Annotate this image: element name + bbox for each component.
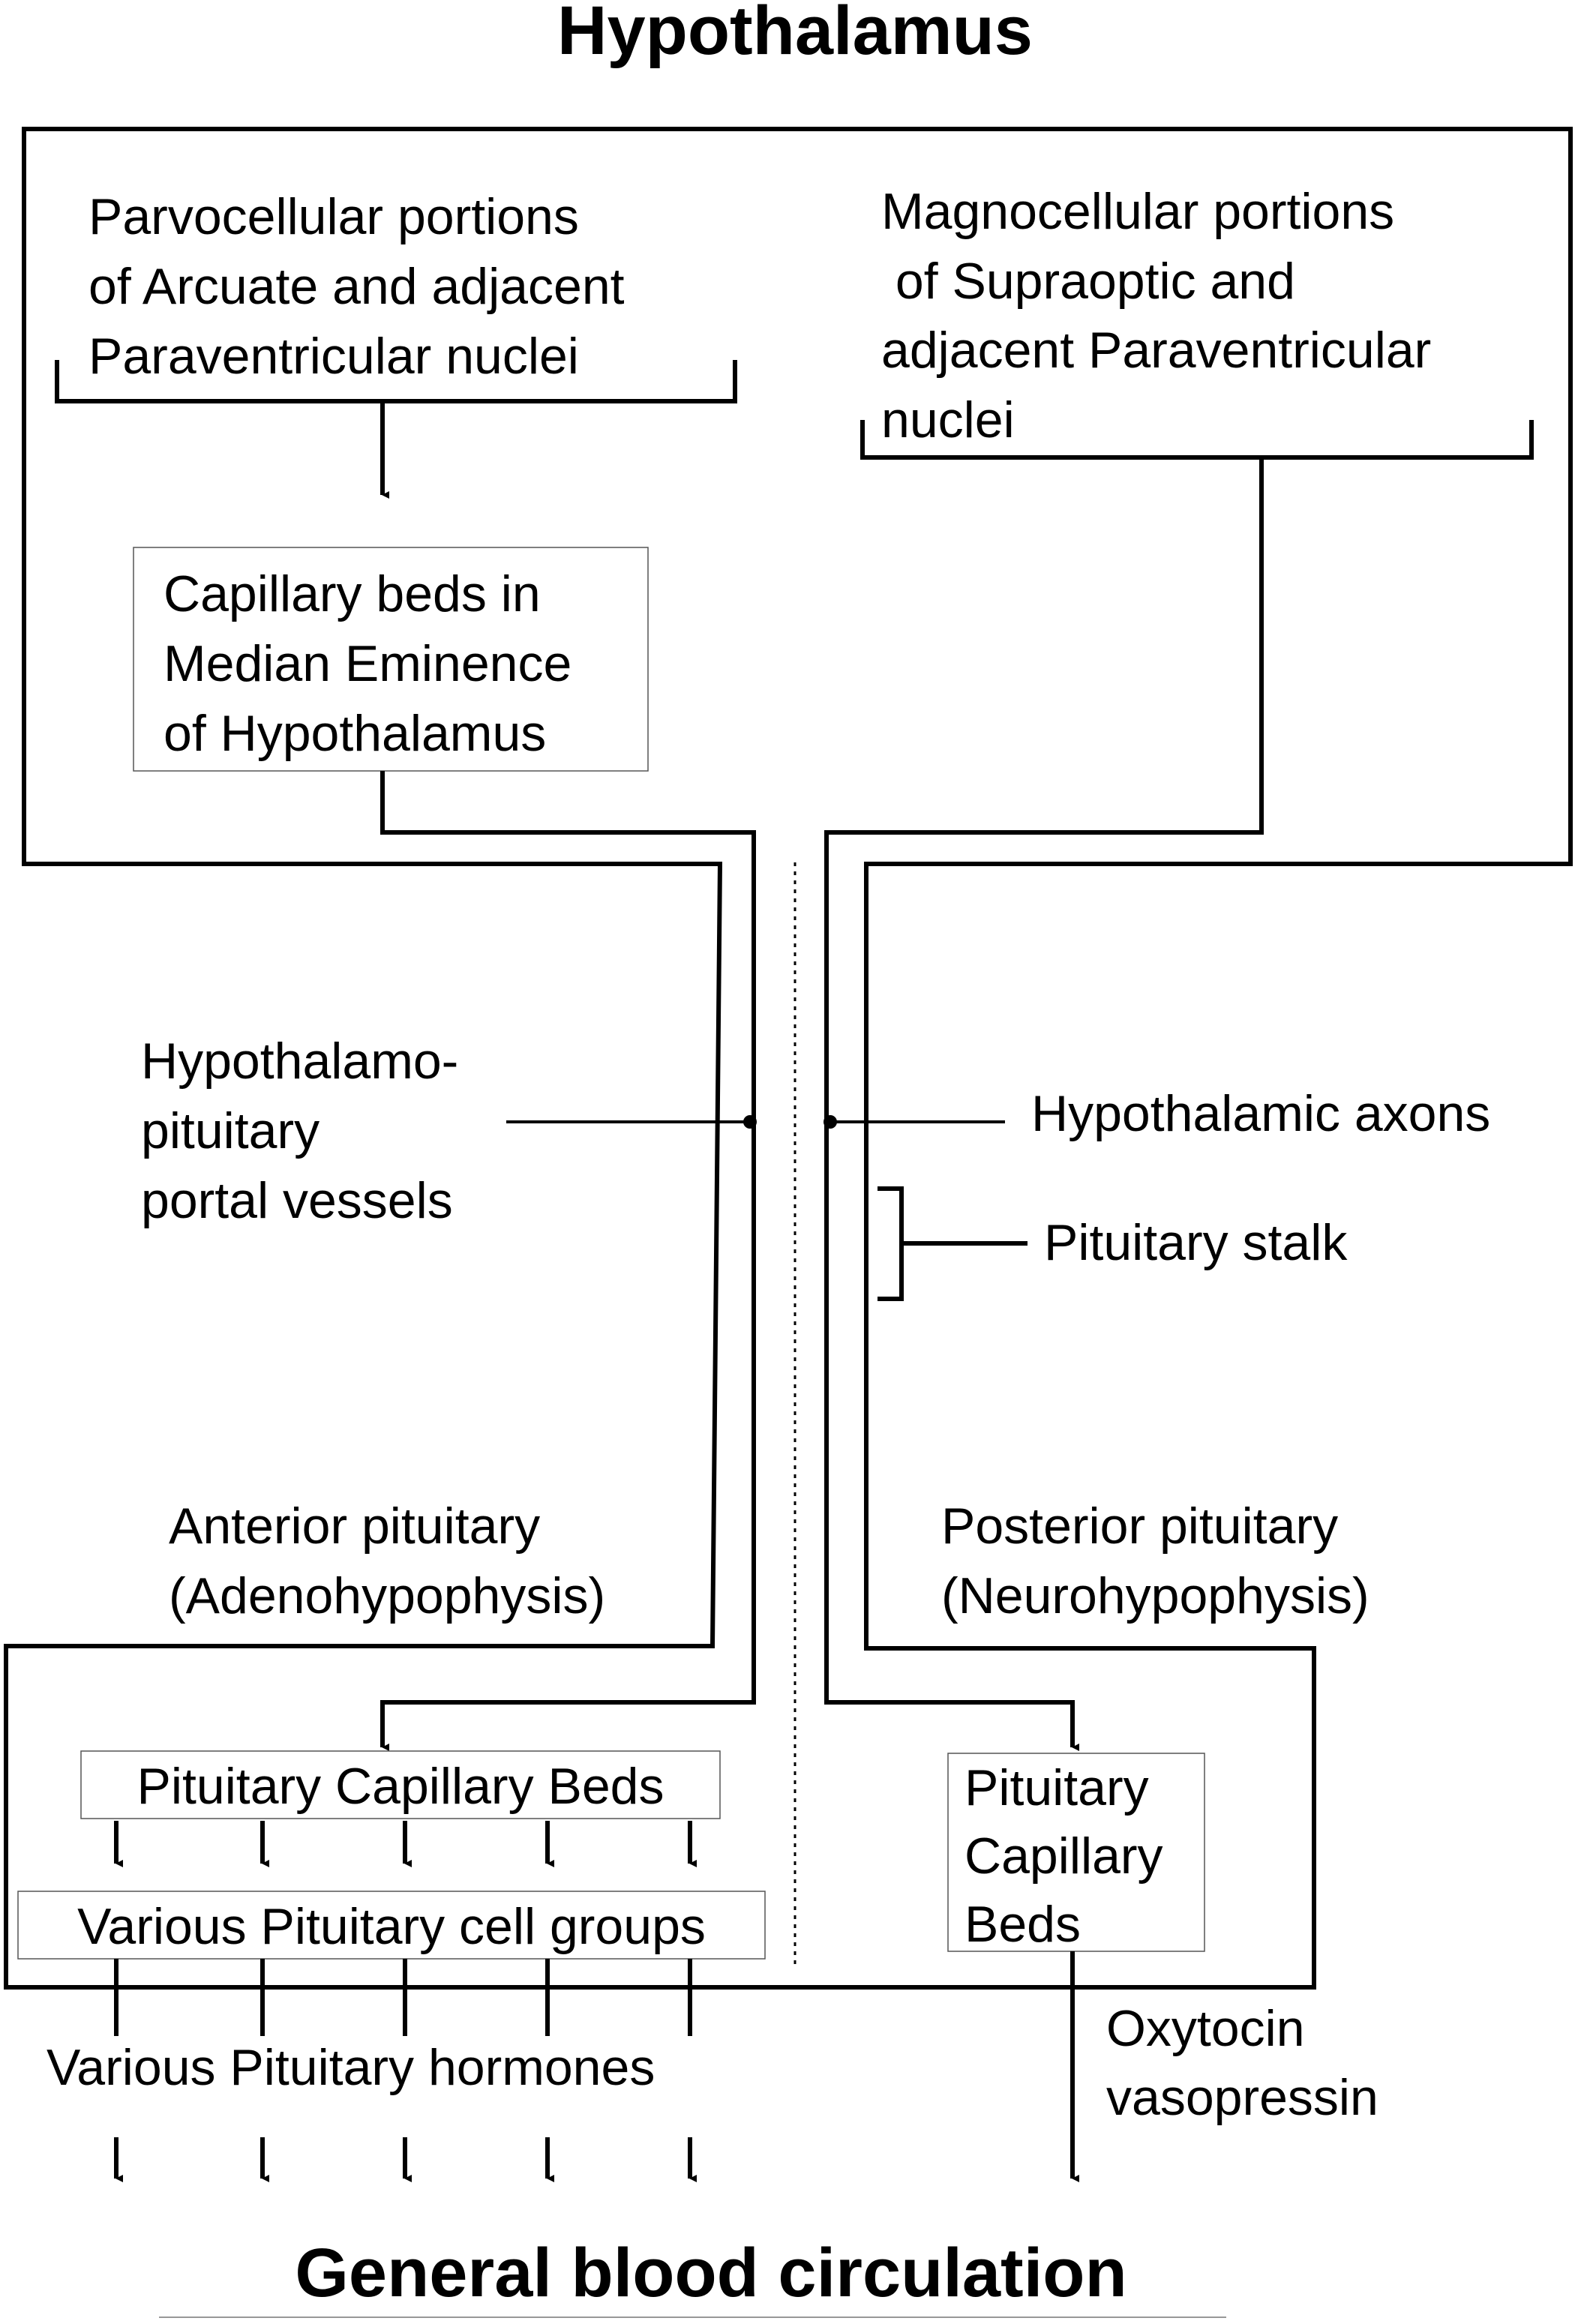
posterior-hormones-label: Oxytocin vasopressin (1106, 2000, 1378, 2126)
title-hypothalamus: Hypothalamus (557, 0, 1033, 69)
cell-groups-label: Various Pituitary cell groups (77, 1898, 706, 1955)
median-eminence-box (133, 547, 649, 772)
svg-text:pituitary: pituitary (141, 1102, 320, 1159)
footer-general-blood-circulation: General blood circulation (295, 2235, 1126, 2311)
svg-text:Median Eminence: Median Eminence (164, 635, 572, 692)
svg-text:Capillary: Capillary (964, 1828, 1163, 1885)
anterior-pituitary-label: Anterior pituitary (Adenohypophysis) (169, 1498, 605, 1624)
svg-text:Magnocellular portions: Magnocellular portions (881, 183, 1394, 240)
svg-text:vasopressin: vasopressin (1106, 2069, 1378, 2126)
cell-groups-box (17, 1891, 766, 1960)
svg-text:Paraventricular nuclei: Paraventricular nuclei (88, 328, 579, 385)
portal-vessels-dot (743, 1115, 757, 1129)
parvocellular-bracket (55, 360, 737, 403)
posterior-capillary-beds-label: Pituitary Capillary Beds (964, 1759, 1163, 1953)
posterior-pituitary-label: Posterior pituitary (Neurohypophysis) (941, 1498, 1370, 1624)
pituitary-stalk-label: Pituitary stalk (1044, 1214, 1348, 1271)
pituitary-stalk-bracket (878, 1186, 904, 1301)
hypothalamic-axons-label: Hypothalamic axons (1031, 1085, 1490, 1142)
svg-text:of Supraoptic and: of Supraoptic and (881, 253, 1295, 310)
svg-text:Posterior pituitary: Posterior pituitary (941, 1498, 1338, 1555)
portal-vessel-line (380, 771, 756, 1751)
svg-text:of Hypothalamus: of Hypothalamus (164, 705, 546, 762)
hypothalamic-axons-dot (824, 1115, 837, 1129)
svg-text:adjacent Paraventricular: adjacent Paraventricular (881, 322, 1431, 379)
anterior-capillary-beds-label: Pituitary Capillary Beds (137, 1758, 664, 1815)
svg-text:Beds: Beds (964, 1896, 1081, 1953)
svg-text:Hypothalamo-: Hypothalamo- (141, 1033, 458, 1090)
portal-vessels-label: Hypothalamo- pituitary portal vessels (141, 1033, 458, 1229)
hormones-label: Various Pituitary hormones (46, 2039, 655, 2096)
svg-text:Parvocellular portions: Parvocellular portions (88, 188, 579, 245)
capillary-to-cells-arrows (114, 1821, 697, 1867)
svg-text:Capillary beds in: Capillary beds in (164, 565, 541, 622)
magnocellular-label: Magnocellular portions of Supraoptic and… (881, 183, 1431, 448)
svg-text:(Neurohypophysis): (Neurohypophysis) (941, 1567, 1370, 1624)
parvocellular-label: Parvocellular portions of Arcuate and ad… (88, 188, 625, 385)
median-eminence-label: Capillary beds in Median Eminence of Hyp… (164, 565, 572, 762)
svg-text:Anterior pituitary: Anterior pituitary (169, 1498, 540, 1555)
svg-text:(Adenohypophysis): (Adenohypophysis) (169, 1567, 605, 1624)
anterior-capillary-beds-box (80, 1750, 721, 1819)
svg-text:of Arcuate and adjacent: of Arcuate and adjacent (88, 258, 625, 315)
svg-text:Oxytocin: Oxytocin (1106, 2000, 1305, 2057)
posterior-capillary-beds-box (947, 1753, 1205, 1952)
svg-text:portal vessels: portal vessels (141, 1172, 453, 1229)
hormone-release-arrows (114, 1959, 697, 2182)
svg-text:Pituitary: Pituitary (964, 1759, 1149, 1816)
hypothalamic-axon-line (824, 457, 1264, 1751)
hypothalamus-outline (4, 127, 1573, 1990)
svg-text:nuclei: nuclei (881, 391, 1015, 448)
magnocellular-bracket (860, 420, 1534, 460)
